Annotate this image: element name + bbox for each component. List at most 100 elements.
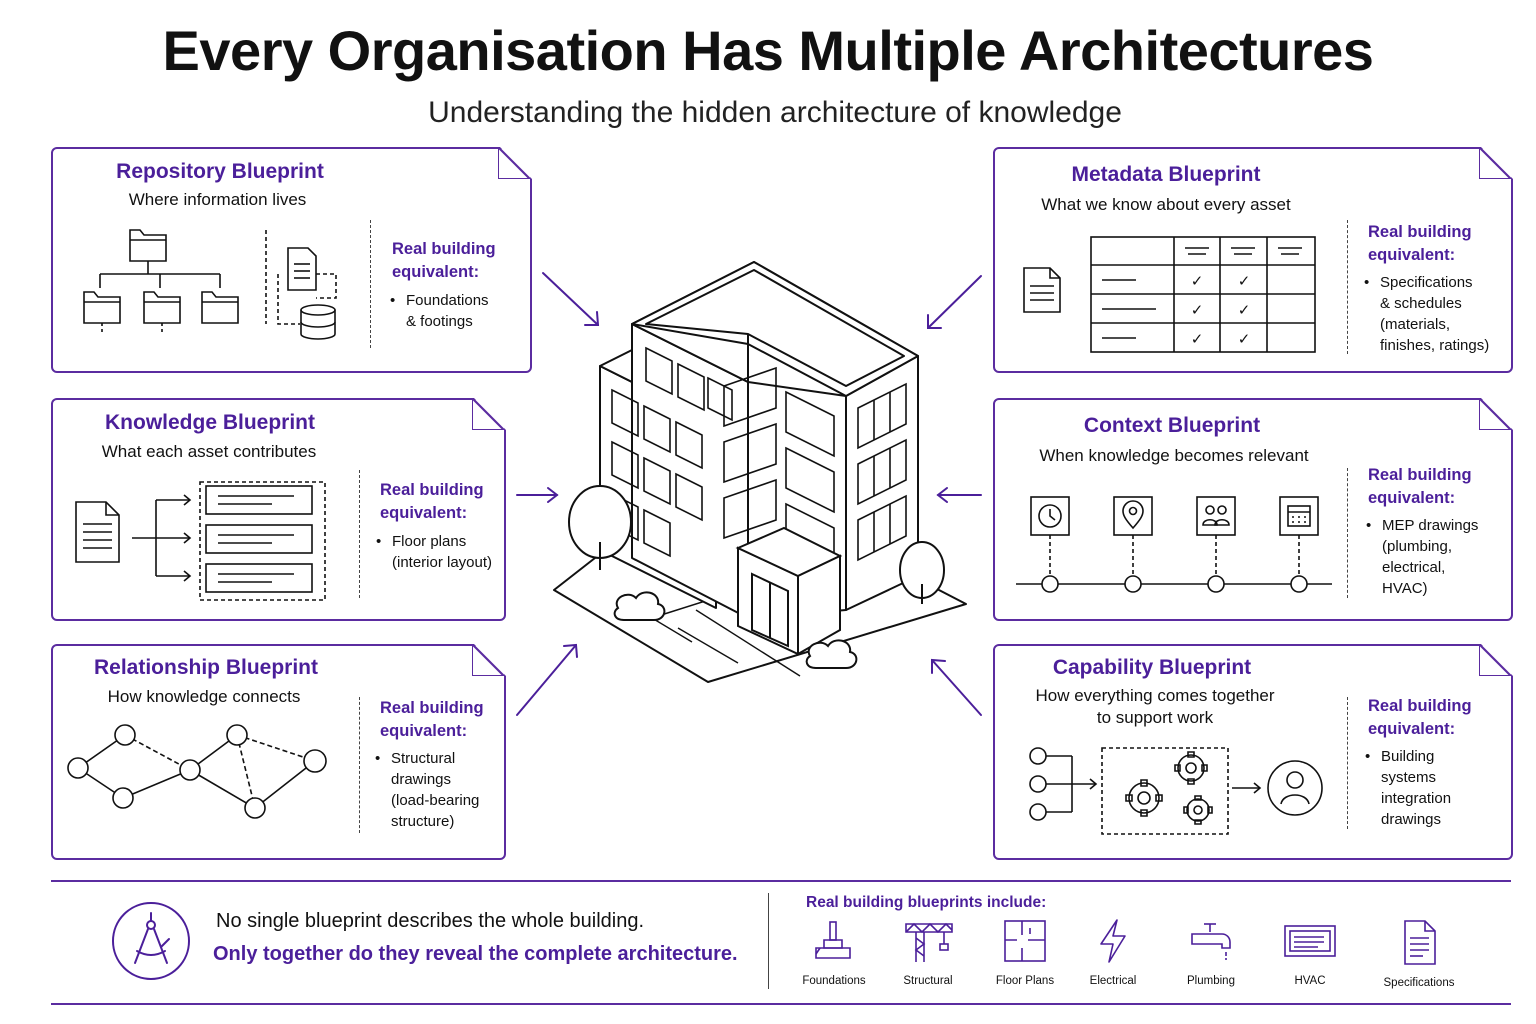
check-mark: ✓ xyxy=(1191,330,1204,348)
arrow-icon xyxy=(927,275,982,329)
blueprint-item-floor-plans: Floor Plans xyxy=(975,918,1075,987)
equivalent-item-text: Structural xyxy=(391,750,456,767)
relationship-equivalent-list: Structural drawings (load-bearing structure… xyxy=(391,748,501,832)
equivalent-item-text: drawings xyxy=(1381,811,1442,828)
floor-plan-icon xyxy=(1004,920,1046,962)
footer-top-rule xyxy=(51,880,1511,882)
equivalent-item-text: Floor plans xyxy=(392,533,467,550)
knowledge-blueprint-subtitle: What each asset contributes xyxy=(101,442,317,461)
repository-blueprint-card xyxy=(51,147,532,373)
capability-integration-diagram xyxy=(1029,747,1323,835)
blueprint-item-foundations: Foundations xyxy=(784,918,884,987)
capability-subtitle-line: How everything comes together xyxy=(1035,686,1275,705)
knowledge-equivalent-list: Floor plans (interior layout) xyxy=(392,531,502,573)
equivalent-item-text: & schedules xyxy=(1380,295,1462,312)
check-mark: ✓ xyxy=(1238,330,1251,348)
equivalent-label: equivalent: xyxy=(380,504,468,522)
network-graph-icon xyxy=(67,724,327,819)
folder-tree-icon xyxy=(83,229,337,340)
blueprint-label: Plumbing xyxy=(1187,975,1235,987)
blueprint-label: Specifications xyxy=(1383,977,1455,989)
arrow-icon xyxy=(542,272,600,326)
blueprints-heading: Real building blueprints include: xyxy=(806,894,1047,911)
equivalent-item-text: & footings xyxy=(406,313,473,330)
equivalent-item-text: (load-bearing xyxy=(391,792,480,809)
equivalent-item-text: electrical, xyxy=(1382,559,1446,576)
gear-icon xyxy=(1183,795,1213,825)
capability-blueprint-title: Capability Blueprint xyxy=(1052,656,1252,679)
faucet-icon xyxy=(1191,923,1231,960)
equivalent-label: Real building xyxy=(380,481,484,499)
lightning-icon xyxy=(1100,919,1126,963)
foundations-icon xyxy=(815,921,851,959)
context-blueprint-subtitle: When knowledge becomes relevant xyxy=(1039,446,1309,465)
equivalent-item-text: (interior layout) xyxy=(392,554,493,571)
document-icon xyxy=(1404,920,1436,965)
equivalent-label: equivalent: xyxy=(392,263,480,281)
footer-bottom-rule xyxy=(51,1003,1511,1005)
equivalent-item-text: Foundations xyxy=(406,292,489,309)
equivalent-item-text: finishes, ratings) xyxy=(1380,337,1490,354)
page-title: Every Organisation Has Multiple Architec… xyxy=(162,19,1374,82)
blueprint-item-structural: Structural xyxy=(878,918,978,987)
check-mark: ✓ xyxy=(1238,272,1251,290)
equivalent-label: equivalent: xyxy=(1368,720,1456,738)
check-mark: ✓ xyxy=(1191,301,1204,319)
equivalent-item-text: drawings xyxy=(391,771,452,788)
metadata-table-icon: ✓✓ ✓✓ ✓✓ xyxy=(1023,236,1316,353)
structural-crane-icon xyxy=(905,922,953,962)
blueprint-item-electrical: Electrical xyxy=(1063,918,1163,987)
footer-emphasis: Only together do they reveal the complet… xyxy=(213,943,738,965)
hvac-vent-icon xyxy=(1284,925,1336,957)
equivalent-label: Real building xyxy=(1368,466,1472,484)
context-blueprint-title: Context Blueprint xyxy=(1083,414,1261,437)
card-divider xyxy=(1347,697,1348,829)
check-mark: ✓ xyxy=(1238,301,1251,319)
page-subtitle: Understanding the hidden architecture of… xyxy=(428,96,1122,129)
relationship-equivalent-heading: Real building equivalent: xyxy=(380,697,500,743)
card-divider xyxy=(1347,468,1348,598)
equivalent-item-text: MEP drawings xyxy=(1382,517,1479,534)
equivalent-label: equivalent: xyxy=(380,722,468,740)
card-divider xyxy=(370,220,371,348)
card-divider xyxy=(1347,220,1348,354)
blueprint-item-plumbing: Plumbing xyxy=(1161,918,1261,987)
equivalent-item-text: (plumbing, xyxy=(1382,538,1453,555)
knowledge-blueprint-title: Knowledge Blueprint xyxy=(105,411,315,434)
blueprint-label: HVAC xyxy=(1294,975,1326,987)
equivalent-item: Floor plans (interior layout) xyxy=(392,531,502,573)
arrow-icon xyxy=(931,658,982,716)
equivalent-label: equivalent: xyxy=(1368,246,1456,264)
building-illustration xyxy=(553,261,967,683)
equivalent-item: Foundations & footings xyxy=(406,290,526,332)
equivalent-label: Real building xyxy=(1368,697,1472,715)
equivalent-item-text: HVAC) xyxy=(1382,580,1428,597)
blueprint-item-hvac: HVAC xyxy=(1260,918,1360,987)
repository-equivalent-list: Foundations & footings xyxy=(406,290,526,332)
metadata-blueprint-subtitle: What we know about every asset xyxy=(1041,195,1291,214)
capability-blueprint-subtitle: How everything comes together to support… xyxy=(1005,685,1305,729)
context-equivalent-heading: Real building equivalent: xyxy=(1368,464,1488,510)
blueprint-label: Electrical xyxy=(1089,975,1137,987)
context-timeline xyxy=(1016,496,1332,593)
equivalent-item-text: Building xyxy=(1381,748,1435,765)
footer-statement: No single blueprint describes the whole … xyxy=(216,910,645,932)
blueprint-item-specifications: Specifications xyxy=(1369,918,1469,989)
arrow-icon xyxy=(516,643,578,716)
relationship-blueprint-subtitle: How knowledge connects xyxy=(107,687,301,706)
card-divider xyxy=(359,697,360,833)
equivalent-item: Specifications& schedules(materials,fini… xyxy=(1380,272,1508,356)
blueprint-label: Floor Plans xyxy=(995,975,1055,987)
equivalent-label: Real building xyxy=(392,240,496,258)
equivalent-label: equivalent: xyxy=(1368,489,1456,507)
card-divider xyxy=(359,470,360,598)
arrow-icon xyxy=(516,487,559,503)
equivalent-item: MEP drawings (plumbing, electrical, HVAC) xyxy=(1382,515,1504,599)
equivalent-item-text: structure) xyxy=(391,813,455,830)
repository-blueprint-title: Repository Blueprint xyxy=(116,160,324,183)
knowledge-equivalent-heading: Real building equivalent: xyxy=(380,479,500,525)
user-icon xyxy=(1267,760,1323,816)
